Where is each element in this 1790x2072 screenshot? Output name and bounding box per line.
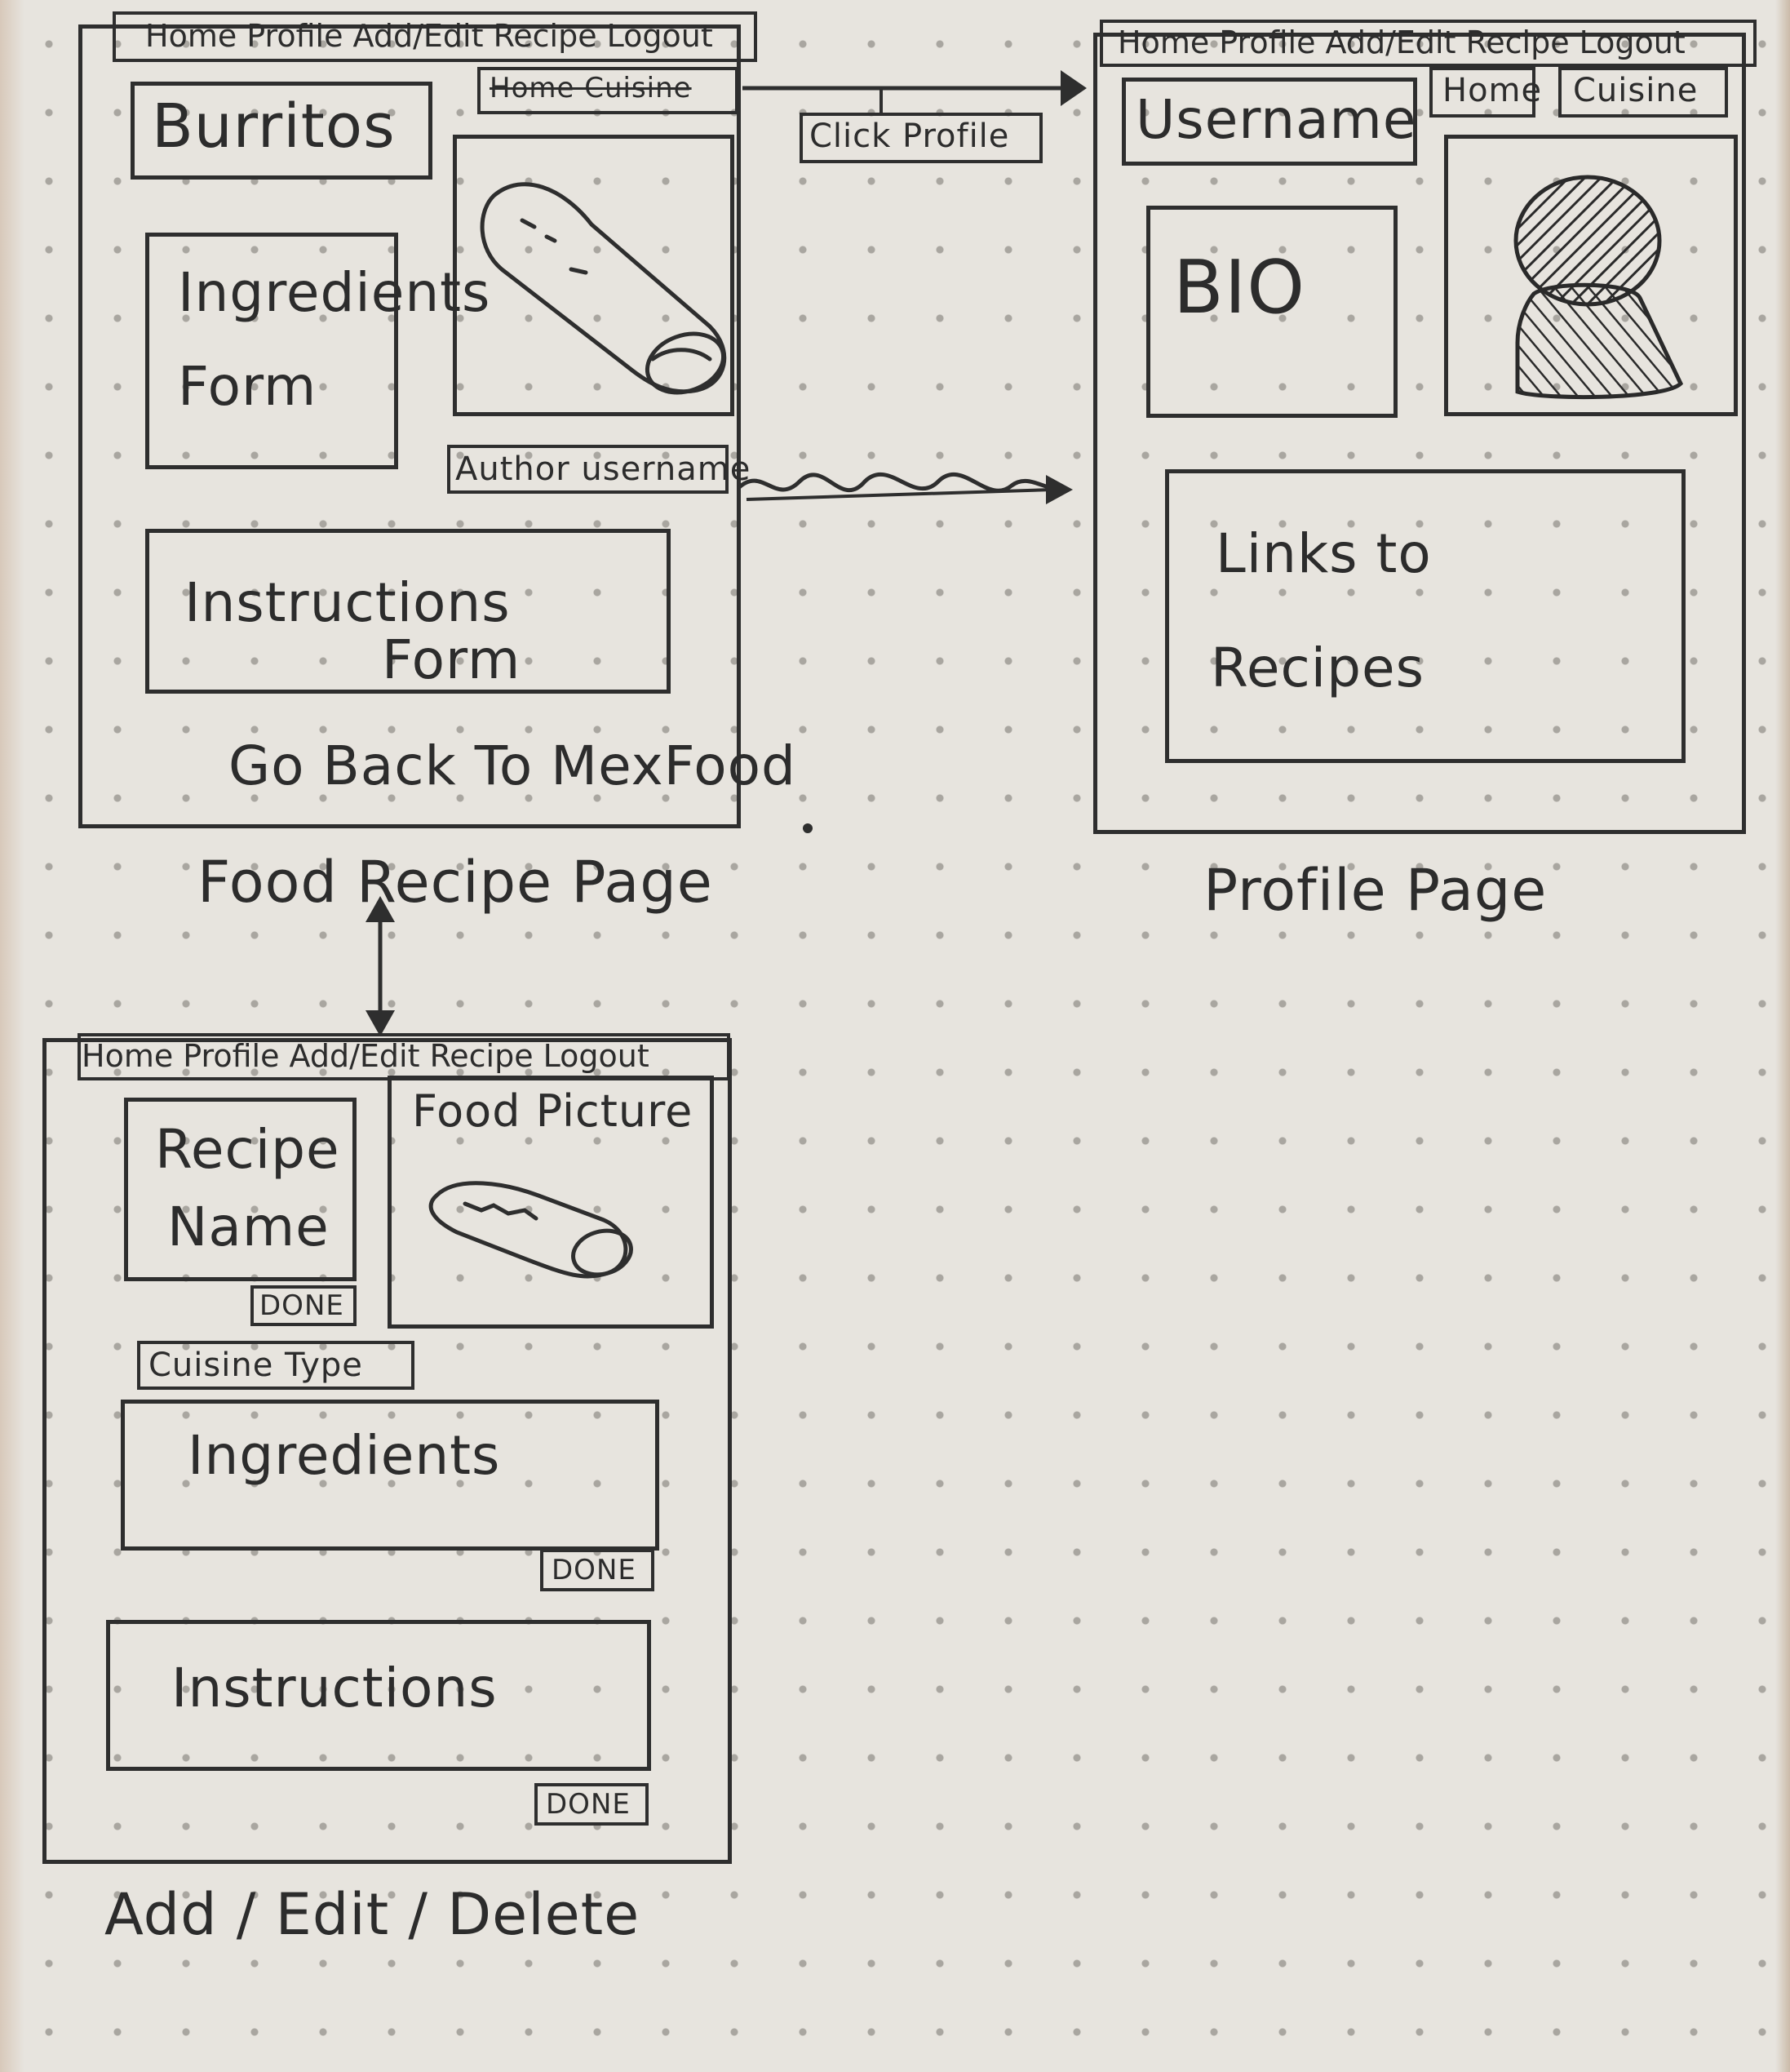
ingredients-input-box[interactable]	[121, 1400, 659, 1551]
paper-edge-right	[1775, 0, 1790, 2072]
profile-tab-cuisine-label: Cuisine	[1573, 72, 1699, 109]
profile-bio: BIO	[1173, 245, 1306, 331]
recipe-name-done-label: DONE	[259, 1289, 344, 1322]
food-image-box	[453, 135, 734, 416]
food-recipe-nav-links[interactable]: Home Profile Add/Edit Recipe Logout	[145, 18, 713, 54]
click-profile-box	[800, 113, 1043, 163]
profile-bio-box	[1146, 206, 1398, 418]
ingredients-done-label: DONE	[552, 1554, 636, 1586]
profile-username: Username	[1136, 88, 1417, 151]
food-recipe-page-frame	[78, 24, 741, 828]
cuisine-type-label: Cuisine Type	[148, 1347, 363, 1384]
instructions-done-label: DONE	[546, 1788, 631, 1821]
profile-nav-links[interactable]: Home Profile Add/Edit Recipe Logout	[1118, 24, 1686, 60]
recipe-links-box[interactable]	[1165, 469, 1686, 763]
recipe-name-line2: Name	[167, 1196, 330, 1258]
go-back-link[interactable]: Go Back To MexFood	[228, 734, 796, 797]
profile-nav-bar[interactable]	[1100, 20, 1757, 67]
ingredients-form-box[interactable]	[145, 233, 398, 469]
instructions-done-button[interactable]	[534, 1783, 649, 1826]
ingredients-form-line1: Ingredients	[178, 261, 491, 324]
profile-page-caption: Profile Page	[1203, 857, 1548, 924]
ingredients-input-label: Ingredients	[188, 1424, 501, 1487]
recipe-name-done-button[interactable]	[250, 1285, 357, 1326]
paper-shadow-left	[0, 0, 24, 2072]
instructions-form-line1: Instructions	[184, 571, 511, 634]
recipe-name-box[interactable]	[124, 1098, 357, 1281]
stray-ink-dot	[803, 823, 813, 833]
food-recipe-tab-box[interactable]	[477, 67, 738, 114]
profile-tab-cuisine[interactable]	[1558, 67, 1728, 118]
profile-tab-home-label: Home	[1442, 72, 1543, 109]
profile-tab-home[interactable]	[1429, 67, 1535, 118]
arrow-to-profile-nav	[742, 70, 1087, 113]
recipe-title: Burritos	[152, 91, 396, 162]
recipe-title-box	[131, 82, 432, 180]
instructions-form-box[interactable]	[145, 529, 671, 694]
arrow-author-to-profile	[737, 472, 1073, 504]
profile-username-box	[1122, 78, 1417, 166]
instructions-form-line2: Form	[382, 628, 521, 691]
click-profile-label: Click Profile	[809, 118, 1010, 155]
recipe-links-line2: Recipes	[1211, 637, 1425, 699]
add-edit-page-frame	[42, 1038, 732, 1864]
ingredients-form-line2: Form	[178, 355, 317, 418]
add-edit-nav-links[interactable]: Home Profile Add/Edit Recipe Logout	[82, 1038, 649, 1074]
add-edit-page-caption: Add / Edit / Delete	[104, 1881, 640, 1948]
food-recipe-nav-bar[interactable]	[113, 11, 757, 62]
ingredients-done-button[interactable]	[540, 1549, 654, 1591]
recipe-links-line1: Links to	[1216, 522, 1432, 585]
author-username-button[interactable]	[447, 445, 729, 494]
author-username-label: Author username	[455, 450, 751, 488]
instructions-input-box[interactable]	[106, 1620, 651, 1771]
profile-page-frame	[1093, 33, 1746, 834]
arrow-recipe-to-add-edit	[366, 896, 395, 1036]
instructions-input-label: Instructions	[171, 1657, 498, 1719]
recipe-name-line1: Recipe	[155, 1118, 340, 1181]
food-recipe-page-caption: Food Recipe Page	[197, 849, 713, 916]
food-recipe-tab-label: Home Cuisine	[490, 72, 692, 104]
profile-avatar-box	[1444, 135, 1738, 416]
food-picture-label: Food Picture	[412, 1085, 693, 1137]
cuisine-type-button[interactable]	[137, 1341, 414, 1390]
food-picture-box[interactable]	[388, 1076, 714, 1329]
